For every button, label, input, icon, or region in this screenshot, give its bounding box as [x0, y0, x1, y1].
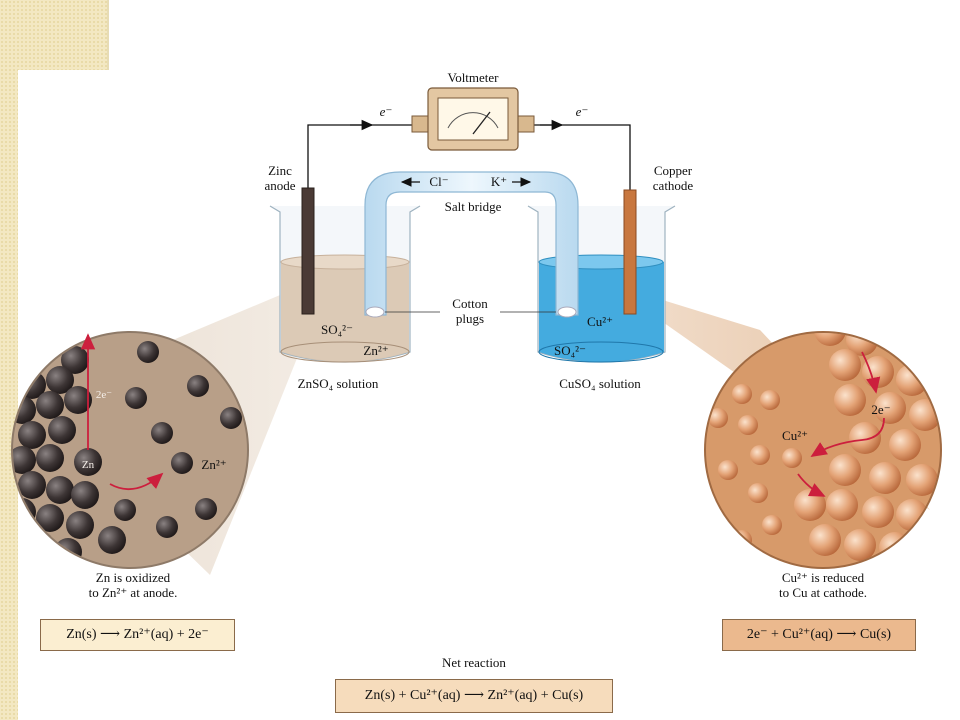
cuso4-solution-label: CuSO₄ solution	[559, 376, 641, 391]
anode-equation-box: Zn(s) ⟶ Zn²⁺(aq) + 2e⁻	[40, 619, 235, 651]
znso4-solution-label: ZnSO₄ solution	[297, 376, 379, 391]
zn-ion-label: Zn²⁺	[363, 343, 389, 358]
cathode-equation-box: 2e⁻ + Cu²⁺(aq) ⟶ Cu(s)	[722, 619, 916, 651]
cl-ion-label: Cl⁻	[429, 174, 449, 189]
zinc-electrode	[301, 187, 315, 315]
zoom-left-2e-label: 2e⁻	[95, 389, 113, 401]
caption-left: Zn is oxidized to Zn²⁺ at anode.	[88, 570, 178, 600]
left-wire	[307, 124, 430, 188]
zinc-anode-label: Zinc anode	[264, 163, 296, 193]
salt-bridge-tube	[364, 171, 579, 316]
zoom-left-zn2-label: Zn²⁺	[201, 457, 227, 472]
caption-right: Cu²⁺ is reduced to Cu at cathode.	[778, 570, 868, 600]
zoom-right-2e-label: 2e⁻	[871, 402, 891, 417]
electron-left-label: e⁻	[379, 104, 393, 119]
decorative-left-strip	[0, 0, 18, 720]
right-beaker	[527, 205, 676, 363]
zoom-left-zn-label: Zn	[81, 459, 95, 471]
voltmeter-label: Voltmeter	[447, 70, 499, 85]
left-beaker	[269, 205, 421, 363]
decorative-divider	[107, 0, 109, 70]
zoom-right-cu2-label: Cu²⁺	[782, 428, 808, 443]
so4-left-label: SO₄²⁻	[321, 322, 353, 337]
net-reaction-label: Net reaction	[442, 655, 506, 670]
decorative-corner-square	[0, 0, 107, 70]
cu-ion-label: Cu²⁺	[587, 314, 613, 329]
net-equation-box: Zn(s) + Cu²⁺(aq) ⟶ Zn²⁺(aq) + Cu(s)	[335, 679, 613, 713]
salt-bridge-label: Salt bridge	[444, 199, 502, 214]
k-ion-label: K⁺	[490, 174, 508, 189]
electron-right-label: e⁻	[575, 104, 589, 119]
voltmeter-icon	[411, 87, 535, 151]
copper-cathode-label: Copper cathode	[652, 163, 694, 193]
left-zoom-circle	[11, 331, 249, 569]
cotton-plugs-label: Cotton plugs	[452, 296, 488, 326]
copper-electrode	[623, 189, 637, 315]
so4-right-label: SO₄²⁻	[554, 343, 586, 358]
right-zoom-circle	[704, 331, 942, 569]
